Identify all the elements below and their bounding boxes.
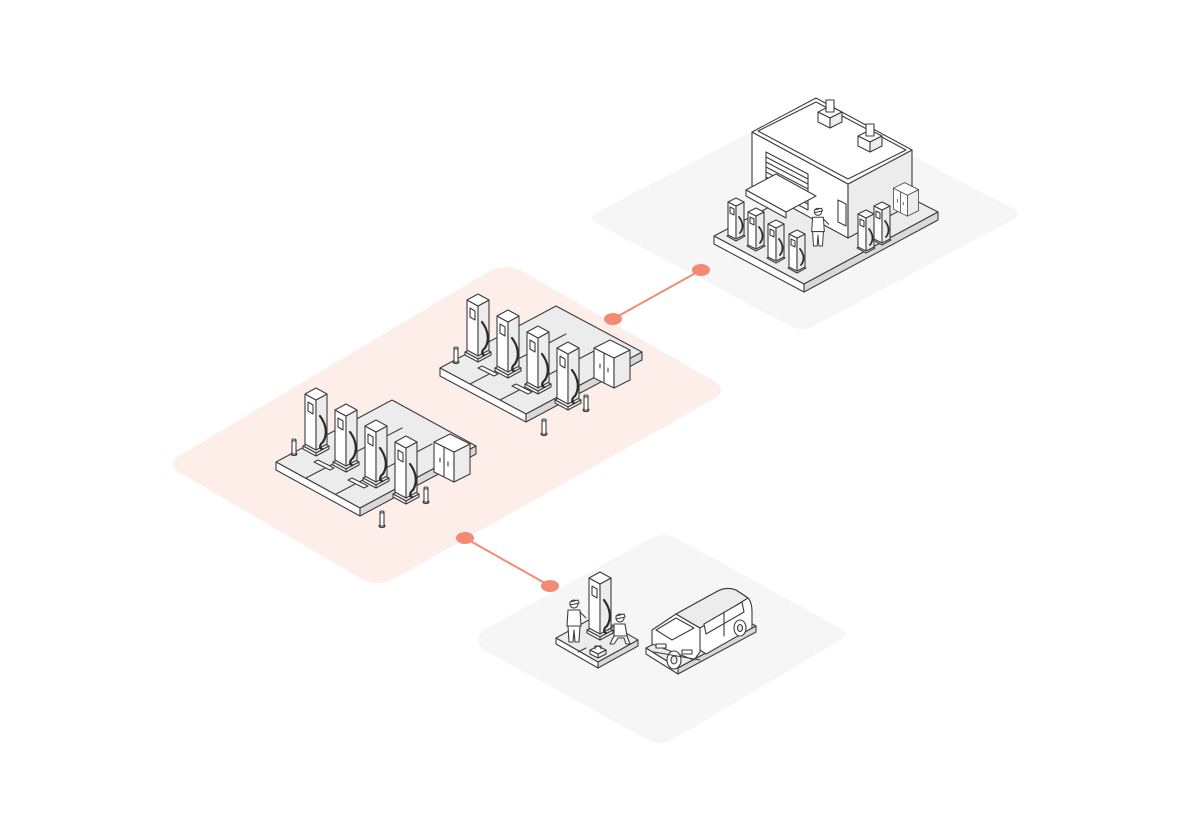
charging-hub-upper bbox=[439, 292, 643, 437]
service-van-icon bbox=[651, 587, 753, 670]
zone-charging-hubs[interactable] bbox=[173, 267, 721, 583]
ev-charger-icon bbox=[463, 292, 493, 364]
ev-charger-icon bbox=[766, 219, 786, 264]
bollard-icon bbox=[582, 394, 590, 413]
transformer-cabinet-icon bbox=[593, 339, 631, 389]
ev-charger-icon bbox=[391, 434, 421, 506]
transformer-cabinet-icon bbox=[433, 433, 471, 483]
field-service-scene bbox=[555, 570, 757, 675]
ev-charger-icon bbox=[787, 229, 807, 274]
transformer-cabinet-icon bbox=[893, 182, 919, 217]
charging-hub-lower bbox=[275, 386, 477, 529]
ev-charger-icon bbox=[361, 418, 391, 490]
warehouse-building-icon bbox=[745, 97, 913, 239]
ev-charger-icon bbox=[493, 308, 523, 380]
ev-charger-icon bbox=[301, 386, 331, 458]
bollard-icon bbox=[452, 346, 460, 365]
depot-scene bbox=[713, 97, 939, 293]
technician-icon bbox=[607, 613, 631, 645]
bollard-icon bbox=[378, 510, 386, 529]
ev-charger-icon bbox=[872, 201, 892, 246]
connector-hubs-to-field-service bbox=[456, 532, 559, 592]
ev-charger-icon bbox=[523, 324, 553, 396]
connector-endpoint bbox=[541, 580, 559, 592]
toolbox-icon bbox=[589, 645, 607, 659]
ev-charger-icon bbox=[856, 209, 876, 254]
zone-charging-hubs-background bbox=[173, 267, 721, 583]
connector-endpoint bbox=[456, 532, 474, 544]
ev-charger-icon bbox=[726, 197, 746, 242]
bollard-icon bbox=[422, 486, 430, 505]
ev-charger-icon bbox=[746, 207, 766, 252]
connector-hubs-to-depot bbox=[604, 264, 710, 325]
ev-charger-icon bbox=[553, 340, 583, 412]
bollard-icon bbox=[290, 438, 298, 457]
connector-endpoint bbox=[692, 264, 710, 276]
connector-endpoint bbox=[604, 313, 622, 325]
ev-charger-icon bbox=[331, 402, 361, 474]
bollard-icon bbox=[540, 418, 548, 437]
